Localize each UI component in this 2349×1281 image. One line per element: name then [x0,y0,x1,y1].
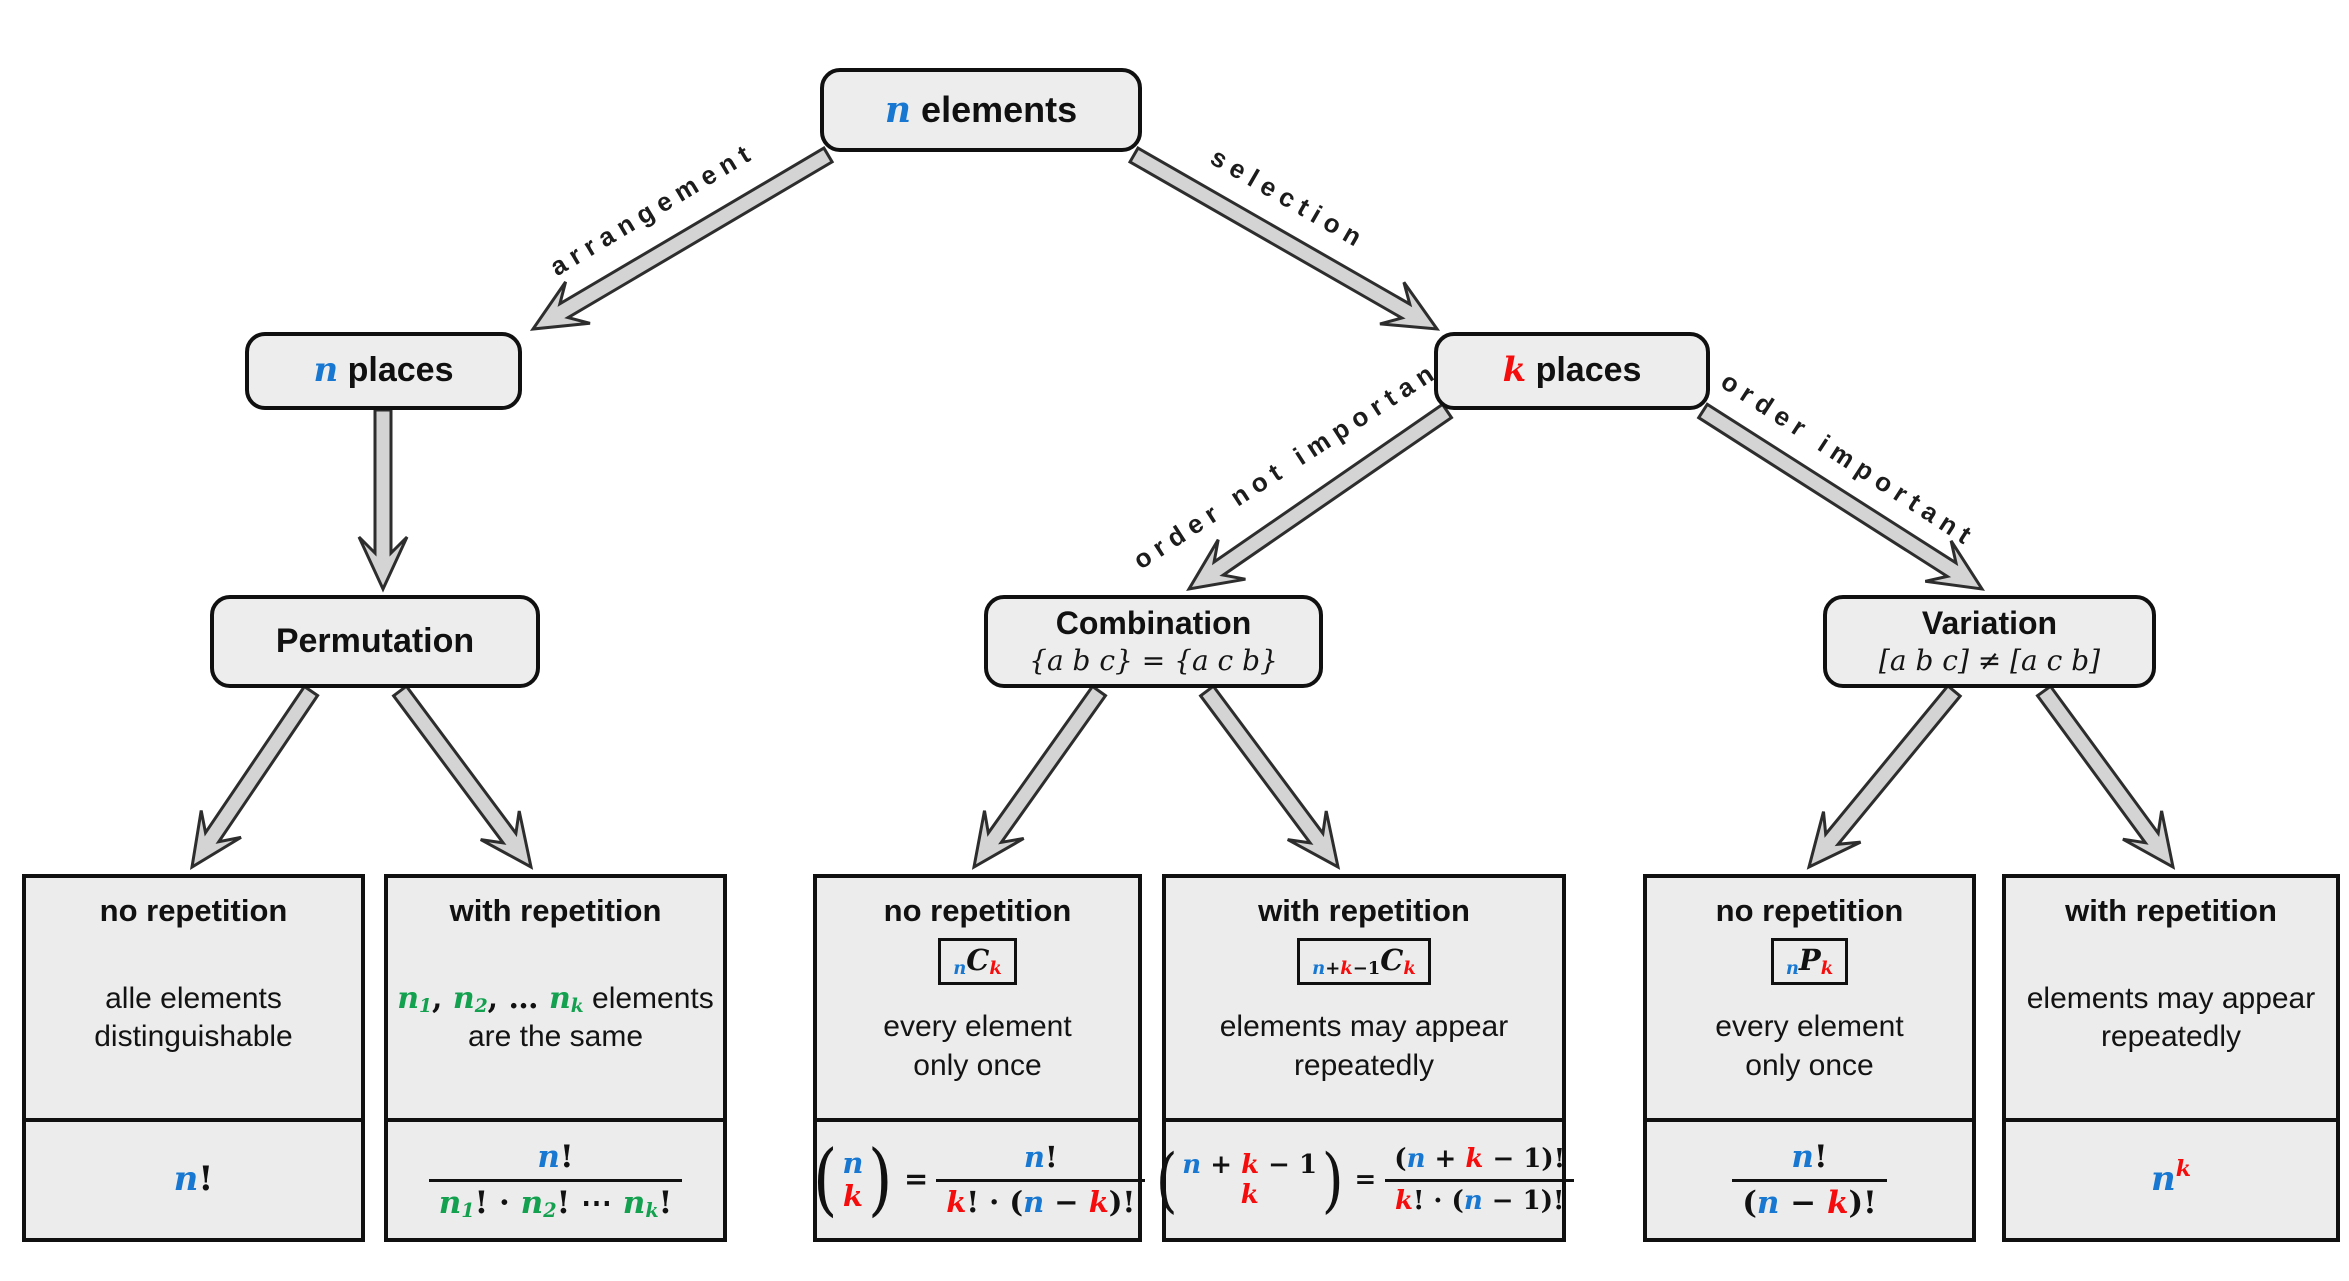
leaf-variation-with-repetition: with repetition elements may appear repe… [2002,874,2340,1242]
node-n-elements: n elements [820,68,1142,152]
flow-arrow [971,684,1108,870]
leaf-variation-no-repetition-body: no repetition nPk every element only onc… [1647,878,1972,1122]
leaf-description: every element only once [1715,1010,1904,1082]
leaf-formula-permutation-no-rep: n! [173,1159,214,1200]
flow-arrow [529,146,835,331]
leaf-title: with repetition [449,893,662,928]
node-variation-example: [a b c] ≠ [a c b] [1878,643,2101,677]
node-combination-title: Combination [1055,605,1252,642]
flow-arrow [1806,683,1963,870]
node-combination: Combination {a b c} = {a c b} [984,595,1323,688]
flow-arrow [1696,402,1986,591]
symbol-nPk: nPk [1770,938,1849,986]
node-variation-title: Variation [1921,605,2058,642]
leaf-combination-with-repetition-body: with repetition n+k−1Ck elements may app… [1166,878,1562,1122]
flow-arrow [1198,684,1341,870]
node-permutation-title: Permutation [275,621,475,660]
leaf-permutation-no-repetition-body: no repetition alle elements distinguisha… [26,878,361,1122]
leaf-permutation-with-repetition: with repetition n1, n2, … nk elements ar… [384,874,727,1242]
node-combination-example: {a b c} = {a c b} [1029,643,1278,677]
leaf-formula-permutation-with-rep: n! n1! · n2! ⋯ nk! [388,1122,723,1238]
node-n-places-title: n places [313,350,454,391]
leaf-formula-combination-with-rep: ( n + k − 1 k ) = (n + k − 1)! k! · (n −… [1156,1122,1575,1238]
leaf-variation-no-repetition: no repetition nPk every element only onc… [1643,874,1976,1242]
leaf-description: alle elements distinguishable [94,981,293,1054]
node-k-places: k places [1434,332,1710,410]
symbol-n+k-1Ck: n+k−1Ck [1297,938,1431,986]
close-paren: ) [868,1134,893,1226]
symbol-nCk: nCk [938,938,1017,986]
open-paren: ( [1155,1138,1178,1221]
flow-arrow [1127,146,1441,331]
node-variation: Variation [a b c] ≠ [a c b] [1823,595,2156,688]
leaf-combination-no-repetition: no repetition nCk every element only onc… [813,874,1146,1242]
leaf-permutation-no-repetition: no repetition alle elements distinguisha… [22,874,365,1242]
flow-arrow [1186,402,1454,592]
node-permutation: Permutation [210,595,540,688]
open-paren: ( [812,1134,838,1226]
flow-arrow [2035,684,2176,870]
leaf-title: no repetition [883,893,1072,928]
node-k-places-title: k places [1502,350,1642,391]
flow-arrow [391,684,534,870]
leaf-description: elements may appear repeatedly [1219,1010,1509,1082]
flow-arrow [357,408,409,593]
leaf-description: every element only once [883,1010,1072,1082]
close-paren: ) [1321,1138,1344,1221]
leaf-title: no repetition [99,893,288,928]
leaf-title: with repetition [2065,893,2277,928]
leaf-variation-with-repetition-body: with repetition elements may appear repe… [2006,878,2336,1122]
leaf-formula-combination-no-rep: ( n k ) = n! k! · (n − k)! [813,1122,1146,1238]
leaf-description: n1, n2, … nk elements are the same [397,980,714,1054]
leaf-formula-variation-no-rep: n! (n − k)! [1647,1122,1972,1238]
leaf-title: no repetition [1715,893,1904,928]
node-n-places: n places [245,332,522,410]
flow-arrow [189,684,320,870]
leaf-description: elements may appear repeatedly [2026,981,2316,1054]
node-n-elements-title: n elements [884,88,1078,131]
leaf-combination-no-repetition-body: no repetition nCk every element only onc… [817,878,1138,1122]
leaf-combination-with-repetition: with repetition n+k−1Ck elements may app… [1156,874,1575,1242]
leaf-permutation-with-repetition-body: with repetition n1, n2, … nk elements ar… [388,878,723,1122]
leaf-title: with repetition [1258,893,1470,928]
